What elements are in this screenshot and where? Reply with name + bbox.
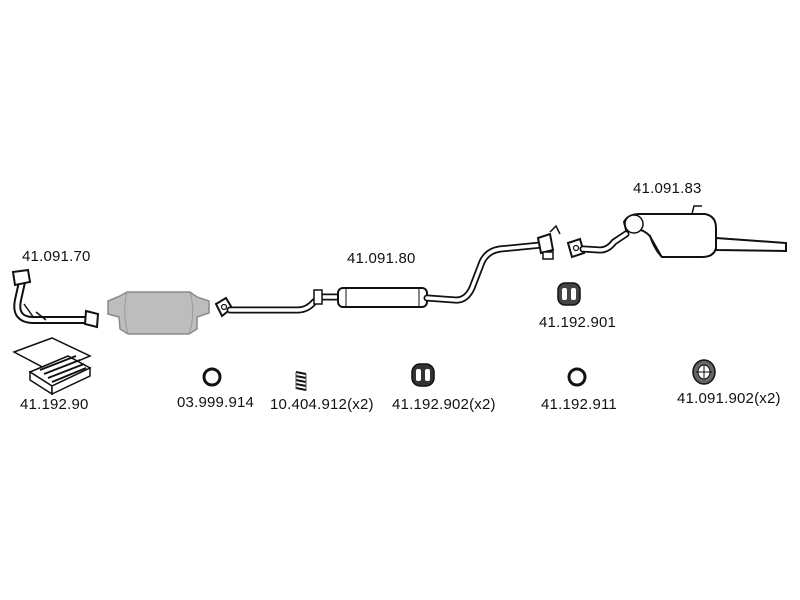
part-number-label: 41.091.70	[22, 248, 91, 265]
rubber-hanger-icon	[411, 363, 435, 387]
part-number-label: 41.192.902(x2)	[392, 396, 496, 413]
spring-icon	[295, 371, 307, 391]
front-pipe	[11, 268, 100, 329]
rear-silencer	[566, 205, 787, 259]
part-number-label: 10.404.912(x2)	[270, 396, 374, 413]
part-number-label: 03.999.914	[177, 394, 255, 411]
mounting-kit-box-icon	[12, 337, 92, 396]
sealing-ring-icon	[202, 367, 222, 387]
catalytic-converter	[107, 291, 210, 335]
rubber-hanger-icon	[557, 282, 581, 306]
part-number-label: 41.192.911	[541, 396, 617, 413]
part-number-label: 41.091.80	[347, 250, 416, 267]
part-number-label: 41.091.902(x2)	[677, 390, 781, 407]
part-number-label: 41.091.83	[633, 180, 702, 197]
rubber-mount-icon	[692, 359, 716, 385]
part-number-label: 41.192.90	[20, 396, 89, 413]
sealing-ring-icon	[567, 367, 587, 387]
middle-pipe	[214, 224, 561, 318]
part-number-label: 41.192.901	[539, 314, 617, 331]
